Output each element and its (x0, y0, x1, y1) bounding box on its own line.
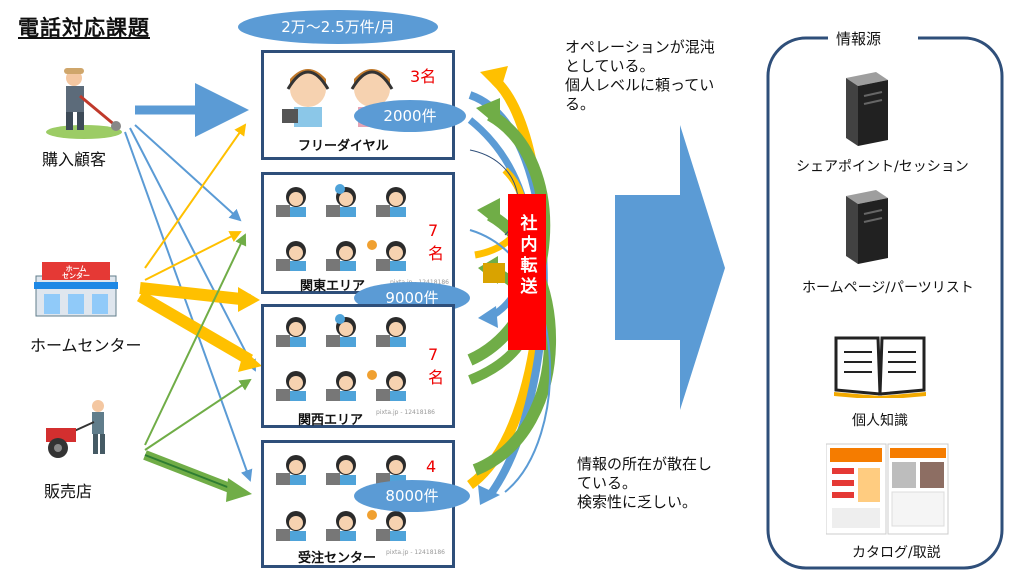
internal-transfer-label: 社内転送 (516, 214, 537, 298)
operator-team-icons (276, 314, 406, 401)
info-source-title: 情報源 (836, 30, 882, 48)
arrow-homecenter-to-freedial (144, 123, 247, 269)
calls-badge-order: 8000件 (354, 480, 470, 512)
tiller-operator-icon (46, 400, 105, 458)
watermark: pixta.jp - 12418186 (376, 409, 435, 416)
arrow-customer-to-order (124, 131, 253, 482)
info-source-sharepoint: シェアポイント/セッション (796, 159, 969, 175)
home-center-store-icon: ホーム センター (34, 262, 118, 317)
page-title: 電話対応課題 (18, 16, 150, 40)
server-icon (840, 72, 890, 152)
svg-text:ホーム: ホーム (66, 265, 87, 273)
info-source-homepage: ホームページ/パーツリスト (802, 280, 974, 296)
server-icon (840, 190, 890, 270)
watermark: pixta.jp - 12418186 (386, 549, 445, 556)
center-name: 受注センター (298, 551, 377, 566)
customer-dealer (36, 398, 116, 460)
arrow-homecenter-to-kansai-thick2 (136, 290, 254, 366)
staff-count: 7名 (428, 345, 445, 387)
curve-blue-thin-1 (469, 229, 552, 493)
arrow-customer-to-kansai (129, 127, 256, 372)
volume-badge: 2万～2.5万件/月 (238, 10, 438, 44)
staff-count: 3名 (410, 67, 437, 86)
farmer-with-trimmer-icon (46, 68, 122, 139)
catalog-icon (825, 442, 950, 540)
customer-dealer-label: 販売店 (44, 482, 93, 501)
svg-text:センター: センター (62, 271, 90, 280)
operator-team-icons (276, 184, 406, 271)
center-name: 関西エリア (298, 413, 364, 428)
info-source-catalog: カタログ/取説 (852, 545, 941, 561)
arrow-customer-to-kanto (134, 124, 242, 222)
staff-count: 7名 (428, 221, 445, 263)
info-source-personal: 個人知識 (852, 413, 908, 429)
center-name: フリーダイヤル (298, 139, 389, 154)
internal-transfer-box: 社内転送 (508, 194, 546, 350)
big-arrow (615, 125, 725, 410)
note-operation: オペレーションが混沌 としている。 個人レベルに頼ってい る。 (565, 38, 715, 113)
arrow-dealer-to-kansai (144, 378, 252, 451)
curve-yellow-stub (483, 263, 505, 283)
customer-homecenter-label: ホームセンター (30, 336, 142, 355)
calls-badge-freedial: 2000件 (354, 100, 466, 132)
center-kansai: 7名 pixta.jp - 12418186 関西エリア (261, 304, 455, 428)
arrow-dealer-to-kanto (144, 233, 247, 446)
operator-team-icons (276, 455, 406, 541)
customer-homecenter: ホーム センター (30, 262, 122, 320)
arrow-homecenter-to-kanto (144, 231, 242, 281)
customer-purchaser (44, 62, 124, 140)
center-name: 関東エリア (300, 279, 366, 294)
center-kanto: pixta.jp - 12418186 7名 関東エリア (261, 172, 455, 294)
arrow-homecenter-to-kansai-thick (139, 282, 251, 306)
customer-purchaser-label: 購入顧客 (42, 150, 107, 169)
book-icon (832, 330, 928, 402)
note-information: 情報の所在が散在し ている。 検索性に乏しい。 (577, 455, 713, 511)
